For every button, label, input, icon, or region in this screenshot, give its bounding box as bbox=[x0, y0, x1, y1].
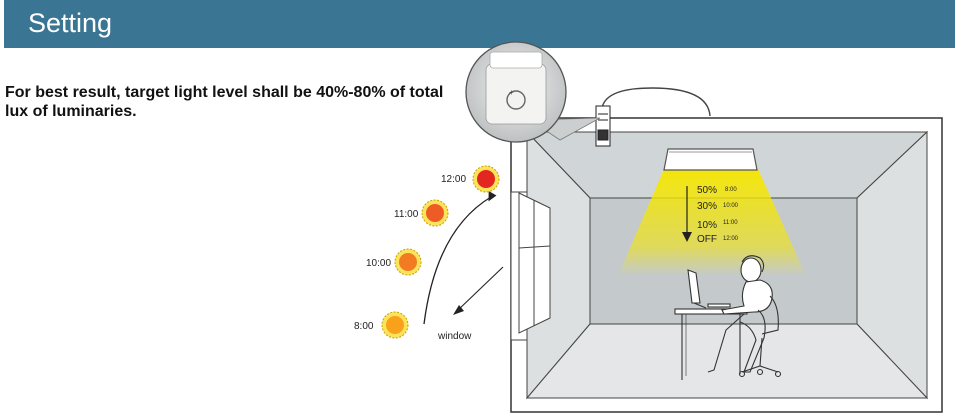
sun-icon-12pm bbox=[472, 165, 500, 193]
office-chair-icon bbox=[738, 295, 782, 378]
sensor-cable bbox=[601, 87, 711, 117]
svg-text:+: + bbox=[509, 88, 514, 97]
floor bbox=[525, 323, 929, 399]
desk bbox=[674, 308, 748, 380]
page-title: Setting bbox=[28, 8, 113, 38]
sun-icon-8am bbox=[381, 311, 409, 339]
dimming-time-3: 11:00 bbox=[723, 220, 738, 226]
sun-time-11am: 11:00 bbox=[394, 209, 419, 220]
sun-time-12pm: 12:00 bbox=[441, 174, 466, 185]
sensor-close-up: + bbox=[465, 41, 567, 143]
sensor-device bbox=[595, 105, 611, 147]
window-direction-arrow bbox=[456, 266, 504, 312]
window-label: window bbox=[437, 331, 472, 342]
header-bar: Setting bbox=[4, 0, 955, 48]
dimming-time-4: 12:00 bbox=[723, 236, 739, 242]
dimming-level-4: OFF bbox=[697, 234, 717, 245]
monitor-icon bbox=[687, 269, 731, 309]
sun-path-arrow bbox=[423, 196, 492, 325]
light-beam bbox=[618, 160, 806, 276]
sun-time-10am: 10:00 bbox=[366, 258, 391, 269]
sun-time-8am: 8:00 bbox=[354, 321, 374, 332]
dimming-level-2: 30% bbox=[697, 201, 717, 212]
sun-icon-11am bbox=[421, 199, 449, 227]
seated-person-icon bbox=[707, 255, 773, 373]
dimming-level-1: 50% bbox=[697, 185, 717, 196]
dimming-level-3: 10% bbox=[697, 220, 717, 231]
dimming-time-1: 8:00 bbox=[725, 187, 737, 193]
dimming-time-2: 10:00 bbox=[723, 203, 739, 209]
sun-icon-10am bbox=[394, 248, 422, 276]
ceiling-luminaire bbox=[663, 148, 758, 171]
window bbox=[510, 191, 551, 341]
intro-text: For best result, target light level shal… bbox=[5, 84, 444, 120]
